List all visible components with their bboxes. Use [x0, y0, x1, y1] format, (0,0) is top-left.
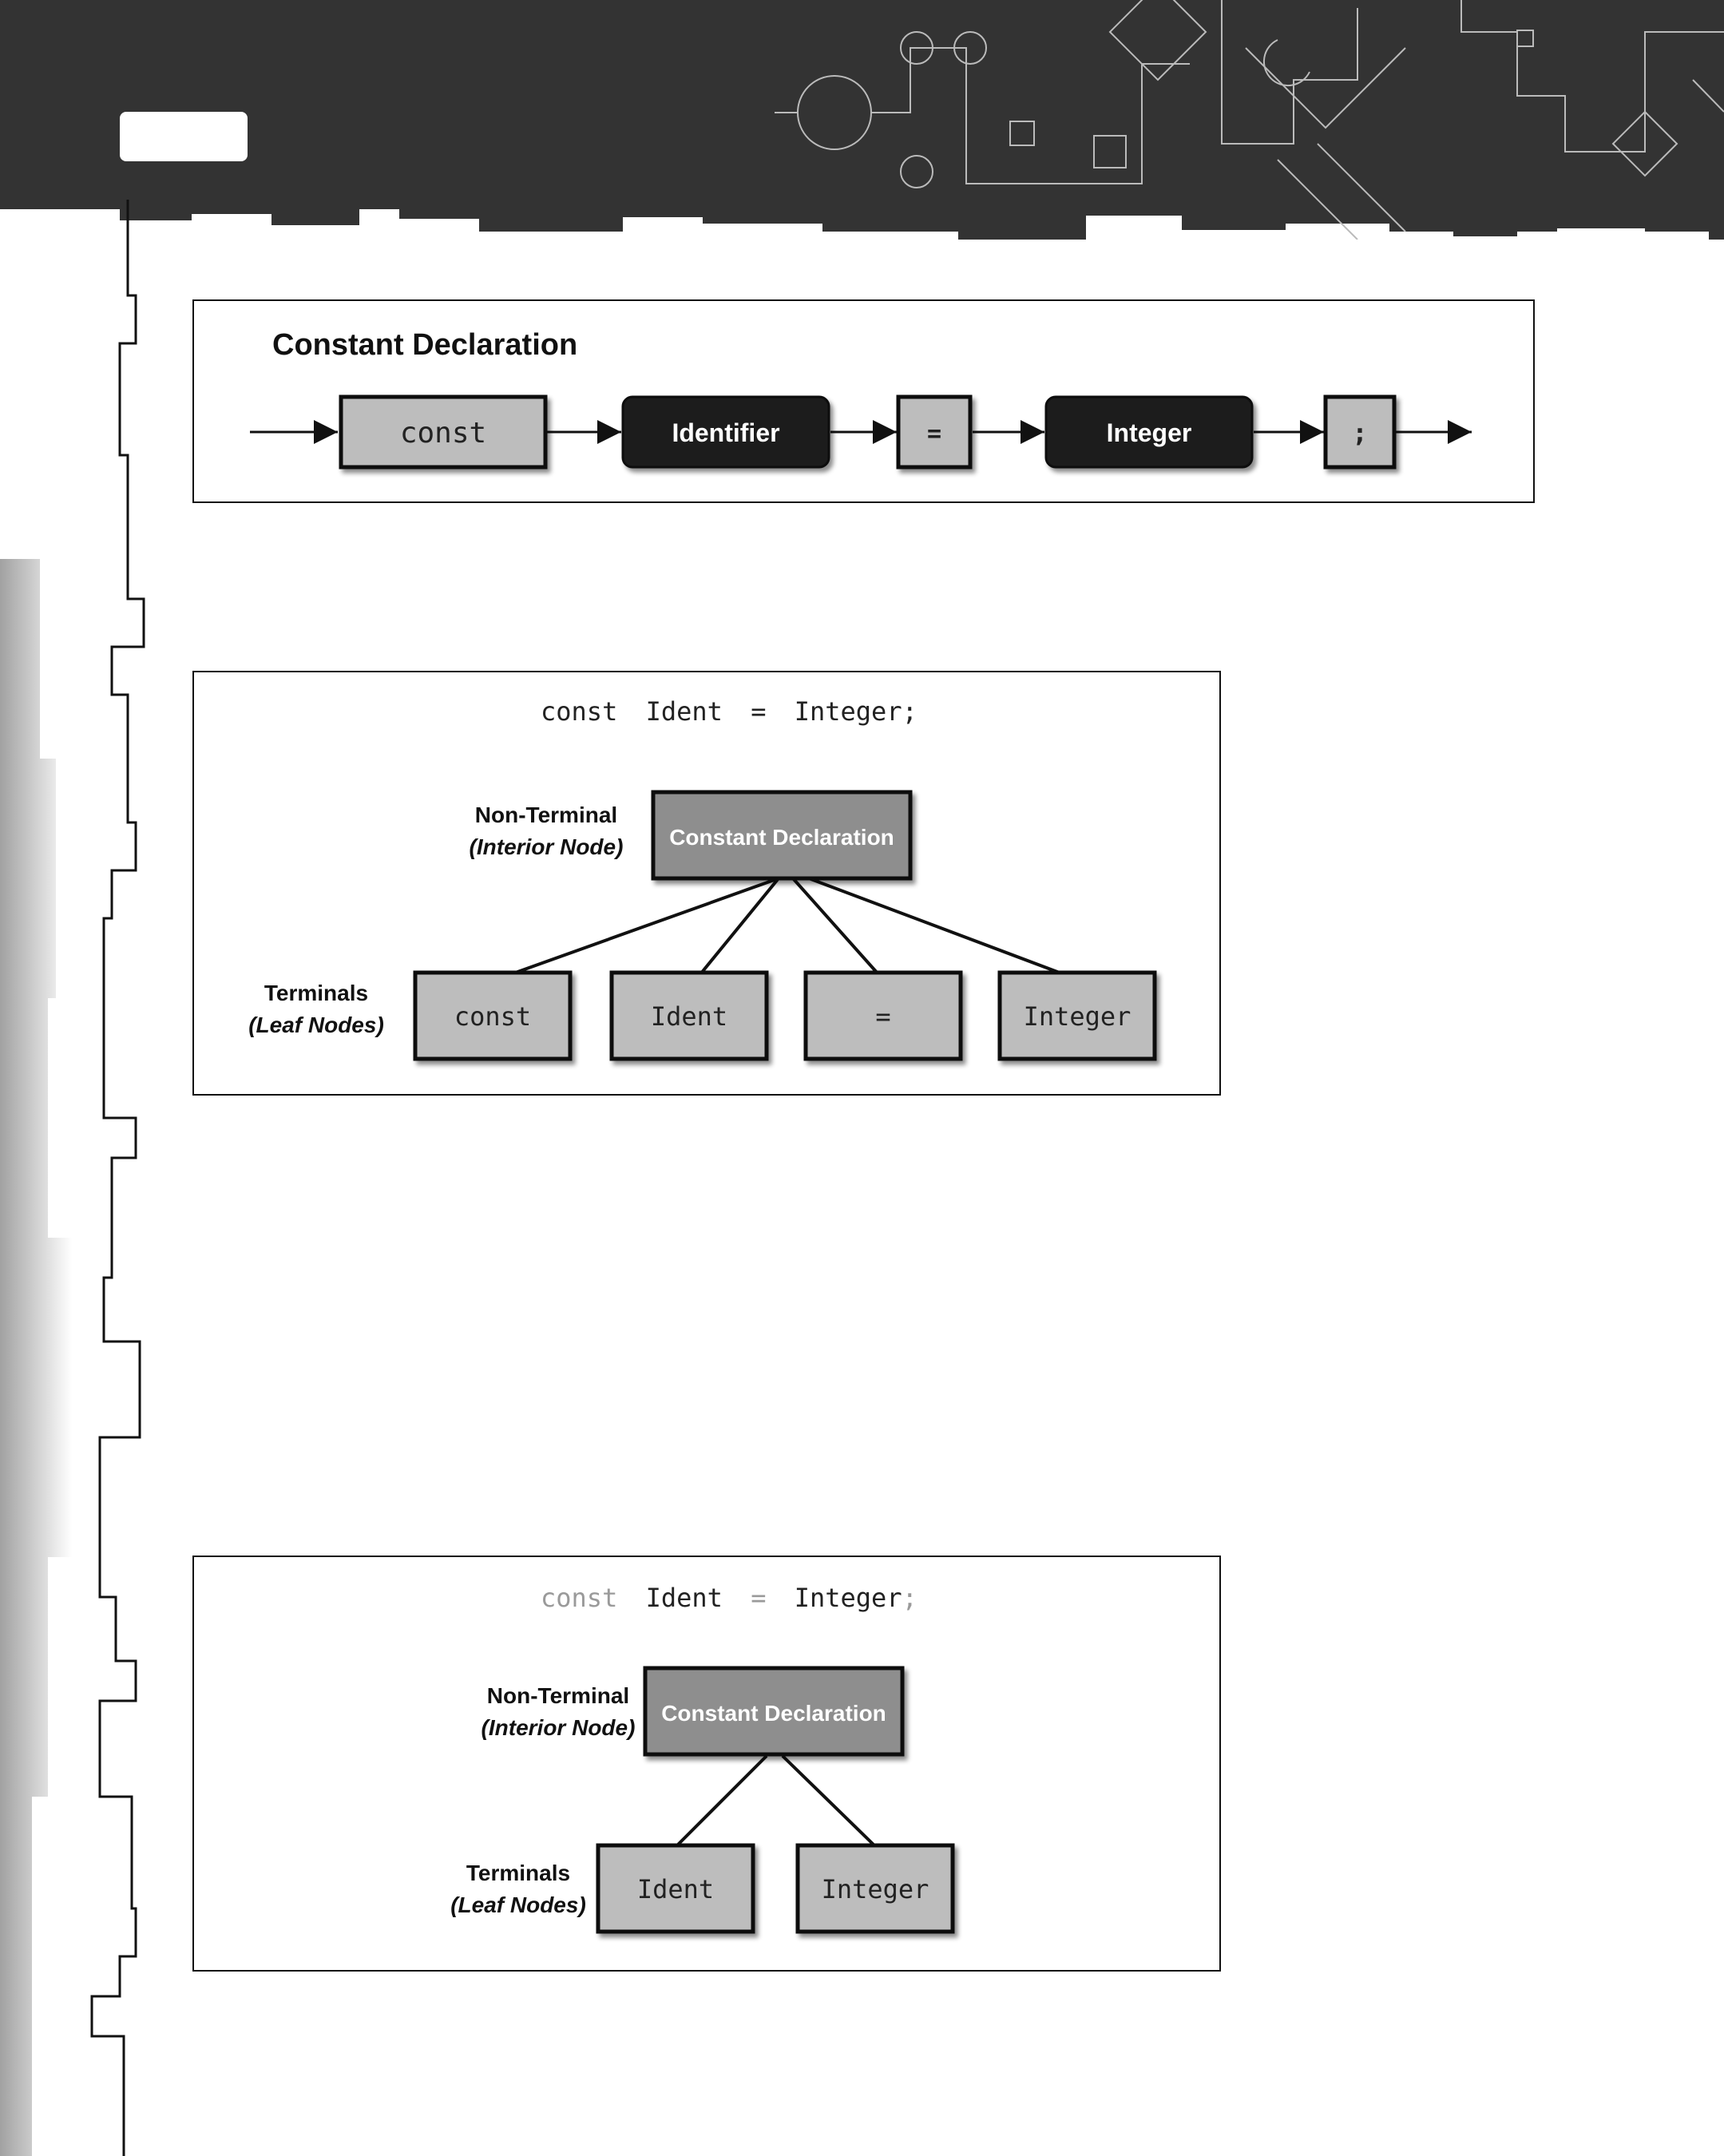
tree-leaf-integer-label: Integer: [822, 1874, 929, 1904]
syntax-node-equals-label: =: [927, 420, 941, 448]
tree-root-label: Constant Declaration: [661, 1701, 886, 1726]
tree-leaf-integer: [997, 970, 1157, 1061]
tree-leaf-integer: [795, 1843, 955, 1934]
terminals-label: Terminals: [466, 1861, 570, 1885]
tree-leaf-ident: [596, 1843, 755, 1934]
tree-root-node: [651, 790, 913, 881]
tree-leaf-ident-label: Ident: [651, 1001, 727, 1032]
tree-leaf-equals: [803, 970, 963, 1061]
nonterminal-sublabel: (Interior Node): [482, 1715, 636, 1740]
syntax-node-integer-label: Integer: [1107, 418, 1192, 447]
tree-leaf-equals-label: =: [875, 1001, 890, 1032]
nonterminal-label: Non-Terminal: [487, 1683, 629, 1708]
tree-leaf-integer-label: Integer: [1024, 1001, 1131, 1032]
tree-leaf-const-label: const: [454, 1001, 531, 1032]
nonterminal-label: Non-Terminal: [475, 803, 617, 827]
syntax-node-semicolon: [1323, 394, 1397, 470]
source-code-line: const Ident = Integer;: [541, 696, 917, 727]
syntax-node-semicolon-label: ;: [1352, 418, 1367, 448]
tree-leaf-ident-label: Ident: [637, 1874, 714, 1904]
abstract-syntax-tree-figure: const Ident = Integer; Non-Terminal (Int…: [192, 1556, 1221, 1972]
header-banner: [0, 0, 1724, 240]
tree-leaf-ident: [609, 970, 769, 1061]
tree-edges: [674, 1754, 878, 1849]
page-number-tab: [120, 112, 248, 161]
syntax-node-equals: [896, 394, 973, 470]
syntax-node-identifier-label: Identifier: [672, 418, 779, 447]
tree-root-node: [643, 1666, 905, 1757]
diagram-title: Constant Declaration: [272, 328, 577, 362]
terminals-sublabel: (Leaf Nodes): [450, 1892, 586, 1917]
source-code-line: const Ident = Integer;: [541, 1583, 917, 1613]
syntax-node-integer: [1044, 395, 1254, 469]
terminals-sublabel: (Leaf Nodes): [248, 1013, 384, 1037]
parse-tree-figure: const Ident = Integer; Non-Terminal (Int…: [192, 671, 1221, 1096]
tree-edges: [510, 877, 1064, 976]
tree-root-label: Constant Declaration: [669, 825, 894, 850]
decorative-left-strip: [0, 200, 145, 2156]
terminals-label: Terminals: [264, 981, 368, 1005]
syntax-node-const-label: const: [400, 417, 486, 450]
tree-leaf-const: [413, 970, 573, 1061]
syntax-node-identifier: [621, 395, 830, 469]
nonterminal-sublabel: (Interior Node): [470, 834, 624, 859]
syntax-diagram-figure: Constant Declaration const Identifier = …: [192, 299, 1535, 503]
syntax-node-const: [339, 394, 548, 470]
